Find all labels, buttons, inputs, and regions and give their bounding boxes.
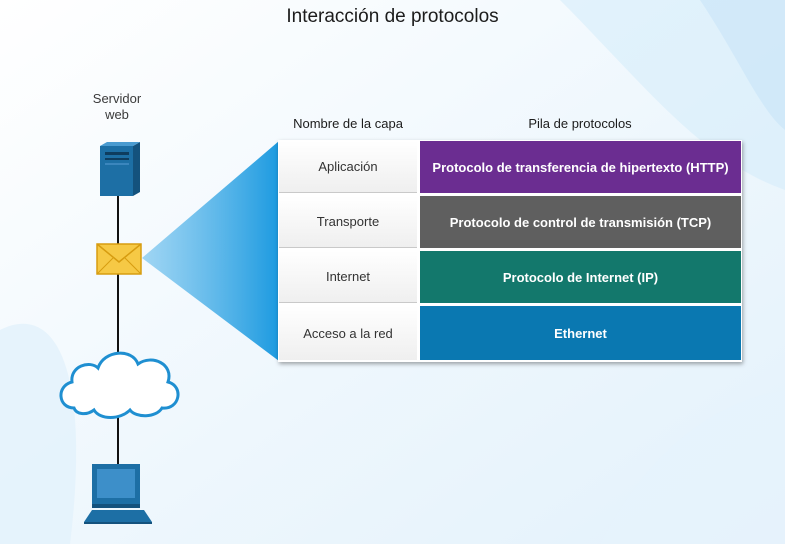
protocol-cell-ethernet: Ethernet: [420, 306, 741, 360]
protocol-cell-http: Protocolo de transferencia de hipertexto…: [420, 141, 741, 193]
protocol-cell-tcp: Protocolo de control de transmisión (TCP…: [420, 196, 741, 248]
server-icon: [100, 142, 140, 196]
layer-cell-internet: Internet: [279, 251, 417, 303]
computer-icon: [84, 464, 152, 524]
header-protocol-stack: Pila de protocolos: [528, 116, 632, 131]
server-label-line2: web: [105, 107, 129, 122]
protocol-cell-ip: Protocolo de Internet (IP): [420, 251, 741, 303]
layer-cell-application: Aplicación: [279, 141, 417, 193]
header-layer-name: Nombre de la capa: [293, 116, 403, 131]
layer-cell-transport: Transporte: [279, 196, 417, 248]
page-title: Interacción de protocolos: [286, 6, 499, 27]
beam: [142, 141, 279, 361]
layer-cell-network-access: Acceso a la red: [279, 306, 417, 360]
server-label: Servidor web: [70, 91, 164, 123]
cloud-icon: [59, 351, 180, 419]
server-label-line1: Servidor: [92, 91, 142, 106]
envelope-icon: [96, 243, 142, 275]
